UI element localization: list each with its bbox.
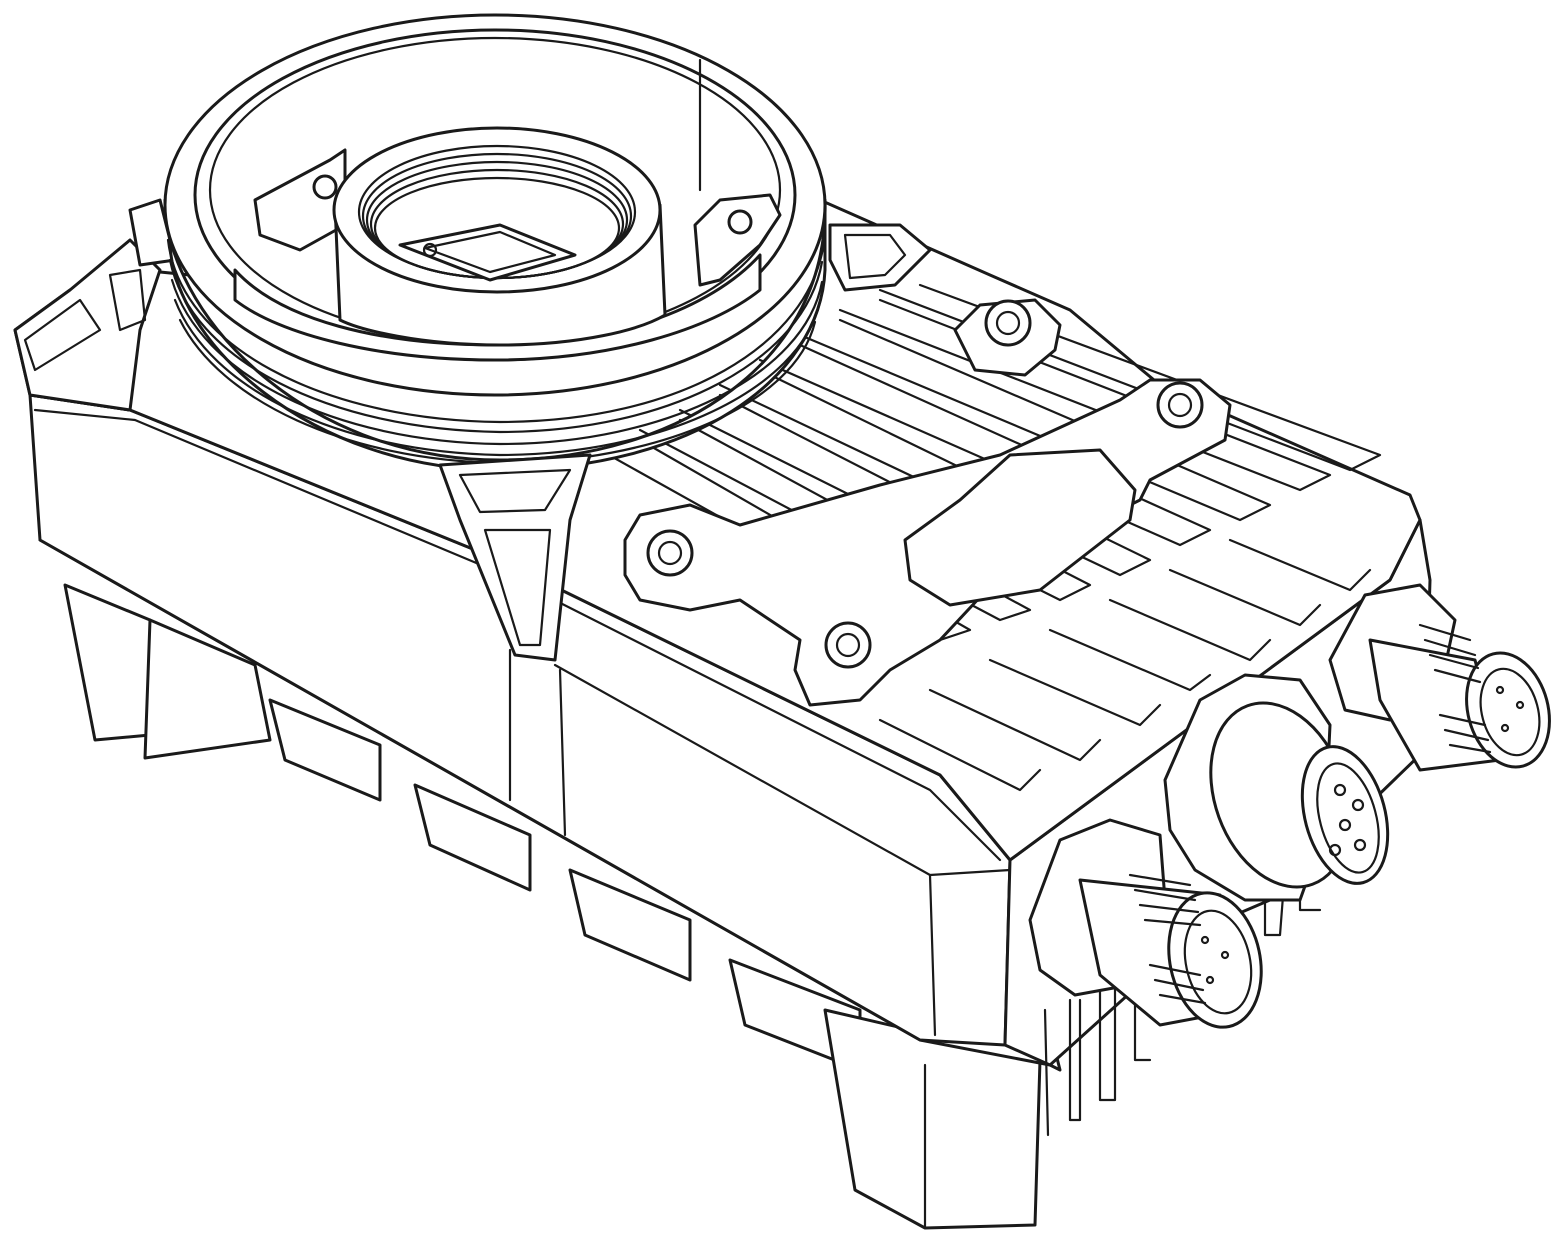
boss-right — [693, 193, 782, 287]
fin-5 — [758, 343, 1212, 547]
connector-middle-face-inner — [1316, 762, 1380, 874]
front-bracket-facet-1 — [458, 468, 572, 514]
connector-right-pin-2 — [1515, 700, 1525, 710]
foot-4 — [413, 783, 532, 892]
corner-bracket-right — [828, 223, 932, 292]
connector-right-threads — [1418, 623, 1492, 754]
right-rib-2 — [1068, 998, 1082, 1122]
foot-1 — [63, 583, 152, 742]
thread-2 — [170, 278, 824, 446]
connector-right-pin-3 — [1500, 723, 1510, 733]
front-bracket-facet-2 — [483, 528, 552, 647]
mount-hole-3 — [1156, 381, 1204, 429]
fin-front-4 — [1048, 628, 1212, 692]
fin-6 — [798, 318, 1272, 522]
corner-bracket-left — [13, 238, 162, 412]
thread-3 — [173, 298, 822, 457]
boss-right-hole — [727, 209, 753, 235]
m12-connector-right — [1328, 583, 1551, 772]
corner-bracket-right-facet — [843, 233, 907, 280]
mount-hole-2 — [824, 621, 872, 669]
fin-8 — [878, 283, 1382, 472]
sensor-chip — [398, 223, 577, 282]
front-bracket — [438, 453, 592, 662]
lens-mount-floor — [233, 253, 762, 362]
right-corner-bracket — [828, 223, 932, 292]
sensor-pin — [422, 242, 438, 258]
right-rib-1 — [1043, 1008, 1050, 1137]
housing-front-chamfer — [33, 408, 507, 577]
mount-hole-4-inner — [995, 310, 1021, 336]
connector-left-face-inner — [1183, 909, 1253, 1015]
fin-front-6 — [1168, 568, 1322, 627]
right-rib-5 — [1263, 868, 1287, 937]
connector-right-face — [1465, 651, 1551, 769]
housing-front-panel-edge-2 — [928, 873, 937, 1037]
connector-left-pin-2 — [1220, 950, 1230, 960]
foot-3 — [268, 698, 382, 802]
connector-right-body — [1368, 638, 1502, 772]
corner-bracket-left-facet-2 — [108, 268, 147, 332]
connector-middle-face — [1300, 745, 1390, 885]
right-rib-3 — [1098, 983, 1117, 1102]
housing-front-chamfer-2 — [503, 573, 1002, 862]
m12-connector-left — [1028, 818, 1263, 1029]
m12-connector-middle — [1163, 673, 1390, 902]
mount-hole-1-inner — [657, 540, 683, 566]
fin-front-5 — [1108, 598, 1272, 662]
connector-left-threads — [1128, 873, 1207, 1005]
connector-left-pin-1 — [1200, 935, 1210, 945]
boss-left-hole — [312, 174, 338, 200]
sensor-chip-inner — [423, 230, 557, 274]
connector-middle-pin-2 — [1351, 798, 1365, 812]
foot-2 — [143, 618, 272, 760]
sensor-opening — [332, 126, 667, 347]
connector-middle-pin-4 — [1353, 838, 1367, 852]
mount-hole-1 — [646, 529, 694, 577]
fin-front-7 — [1228, 538, 1372, 592]
fin-front-3 — [988, 658, 1162, 727]
base-feet — [63, 583, 1042, 1230]
foot-5 — [568, 868, 692, 982]
connector-right-face-inner — [1479, 667, 1541, 757]
left-corner-bracket — [13, 198, 177, 412]
connector-right-pin-1 — [1495, 685, 1505, 695]
mounting-plate-pad — [903, 448, 1137, 607]
connector-middle-pin-3 — [1338, 818, 1352, 832]
thread-1 — [168, 258, 824, 434]
mount-hole-3-inner — [1167, 392, 1193, 418]
mounting-plate — [623, 298, 1232, 707]
mount-hole-4 — [984, 299, 1032, 347]
mount-hole-2-inner — [835, 632, 861, 658]
fin-front-2 — [928, 688, 1102, 762]
connector-middle-pin-1 — [1333, 783, 1347, 797]
connector-middle-pin-5 — [1328, 843, 1342, 857]
fin-front-1 — [878, 718, 1042, 792]
connector-left-pin-3 — [1205, 975, 1215, 985]
corner-bracket-left-facet — [23, 298, 102, 372]
thread-5 — [166, 238, 826, 424]
housing-divider-2 — [558, 668, 567, 837]
fin-7 — [838, 298, 1332, 492]
